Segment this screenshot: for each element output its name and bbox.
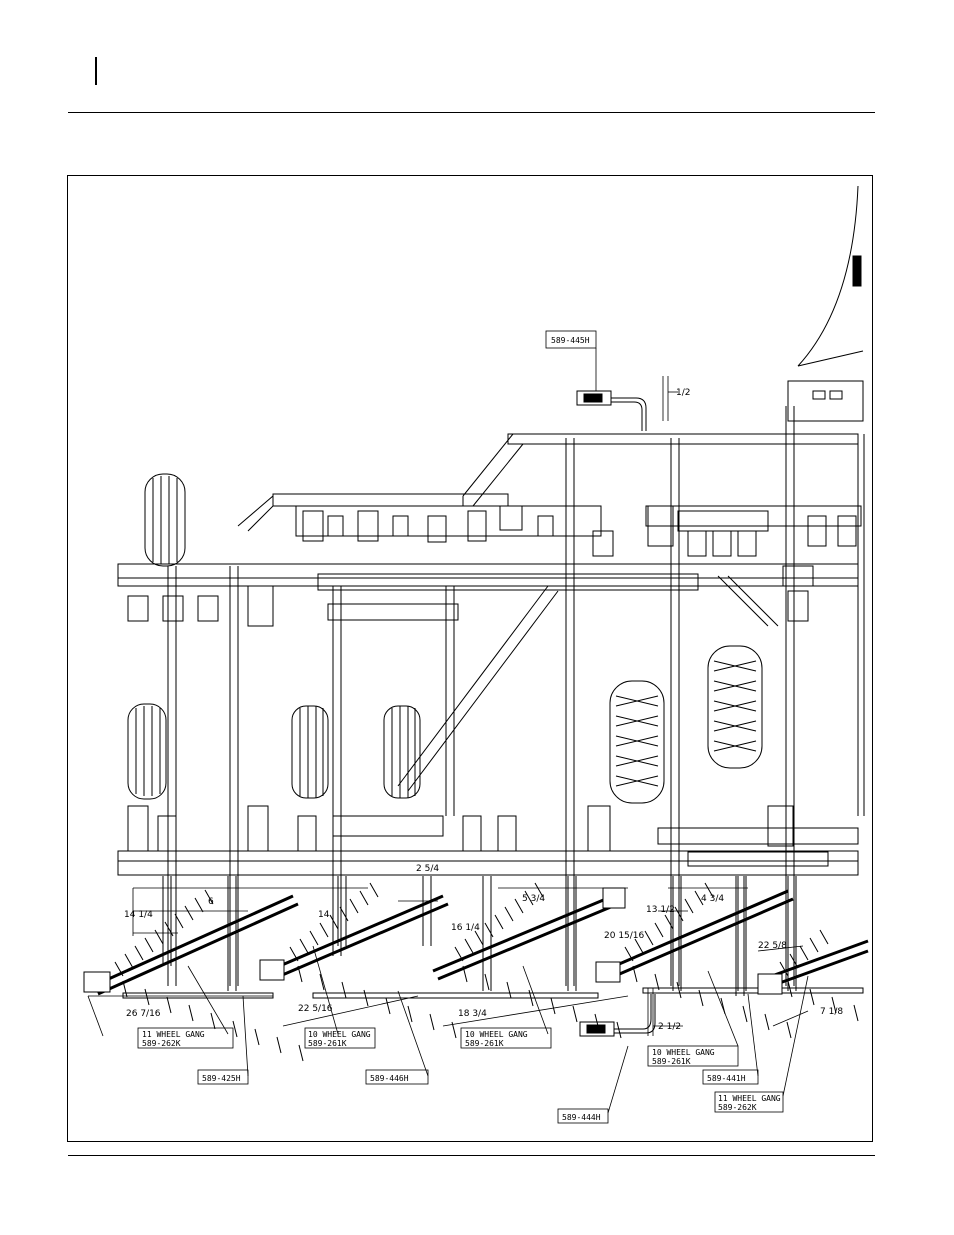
callout-boxes [138, 331, 783, 1123]
dimension-label: 20 15/16 [604, 931, 645, 941]
callout-label: 589-441H [707, 1074, 746, 1083]
implant-assembly-drawing: 589-445H 11 WHEEL GANG 589-262K 10 WHEEL… [68, 176, 873, 1142]
callout-label: 589-446H [370, 1074, 409, 1083]
callout-label: 589-262K [142, 1039, 181, 1048]
dimension-label: 2 1/2 [658, 1022, 681, 1032]
callout-label: 589-262K [718, 1103, 757, 1112]
page-margin-mark [95, 57, 97, 85]
dimension-label: 7 1/8 [820, 1007, 843, 1017]
lower-toolbar [118, 806, 858, 875]
callout-label: 589-261K [465, 1039, 504, 1048]
callout-label: 589-261K [652, 1057, 691, 1066]
dimension-label: 1/2 [676, 388, 690, 398]
figure-frame: 589-445H 11 WHEEL GANG 589-262K 10 WHEEL… [67, 175, 873, 1142]
dimension-label: 14 1/4 [124, 910, 153, 920]
footer-rule [68, 1155, 875, 1156]
callout-label: 11 WHEEL GANG [718, 1094, 781, 1103]
header-rule [68, 112, 875, 113]
dimension-label: 6 [208, 897, 214, 907]
callout-label: 589-445H [551, 336, 590, 345]
callout-label: 10 WHEEL GANG [652, 1048, 715, 1057]
dimension-label: 2 5/4 [416, 864, 439, 874]
dimension-label: 18 3/4 [458, 1009, 487, 1019]
callout-label: 10 WHEEL GANG [308, 1030, 371, 1039]
row-units-upper [128, 506, 856, 626]
gauge-tires [128, 474, 762, 803]
dimension-label: 4 3/4 [701, 894, 724, 904]
dimension-label: 22 5/8 [758, 941, 787, 951]
dimension-texts: 1/2 2 5/4 6 14 1/4 14. 16 1/4 5 3/4 13 1… [124, 388, 843, 1032]
callout-label: 589-425H [202, 1074, 241, 1083]
dimension-label: 5 3/4 [522, 894, 545, 904]
callout-label: 589-261K [308, 1039, 347, 1048]
dimension-label: 14. [318, 910, 332, 920]
dimension-label: 13 1/2 [646, 905, 675, 915]
dimension-label: 16 1/4 [451, 923, 480, 933]
dimension-label: 22 5/16 [298, 1004, 333, 1014]
callout-label: 10 WHEEL GANG [465, 1030, 528, 1039]
callout-label: 589-444H [562, 1113, 601, 1122]
dimension-lines [88, 376, 808, 1036]
dimension-label: 26 7/16 [126, 1009, 161, 1019]
callout-label: 11 WHEEL GANG [142, 1030, 205, 1039]
